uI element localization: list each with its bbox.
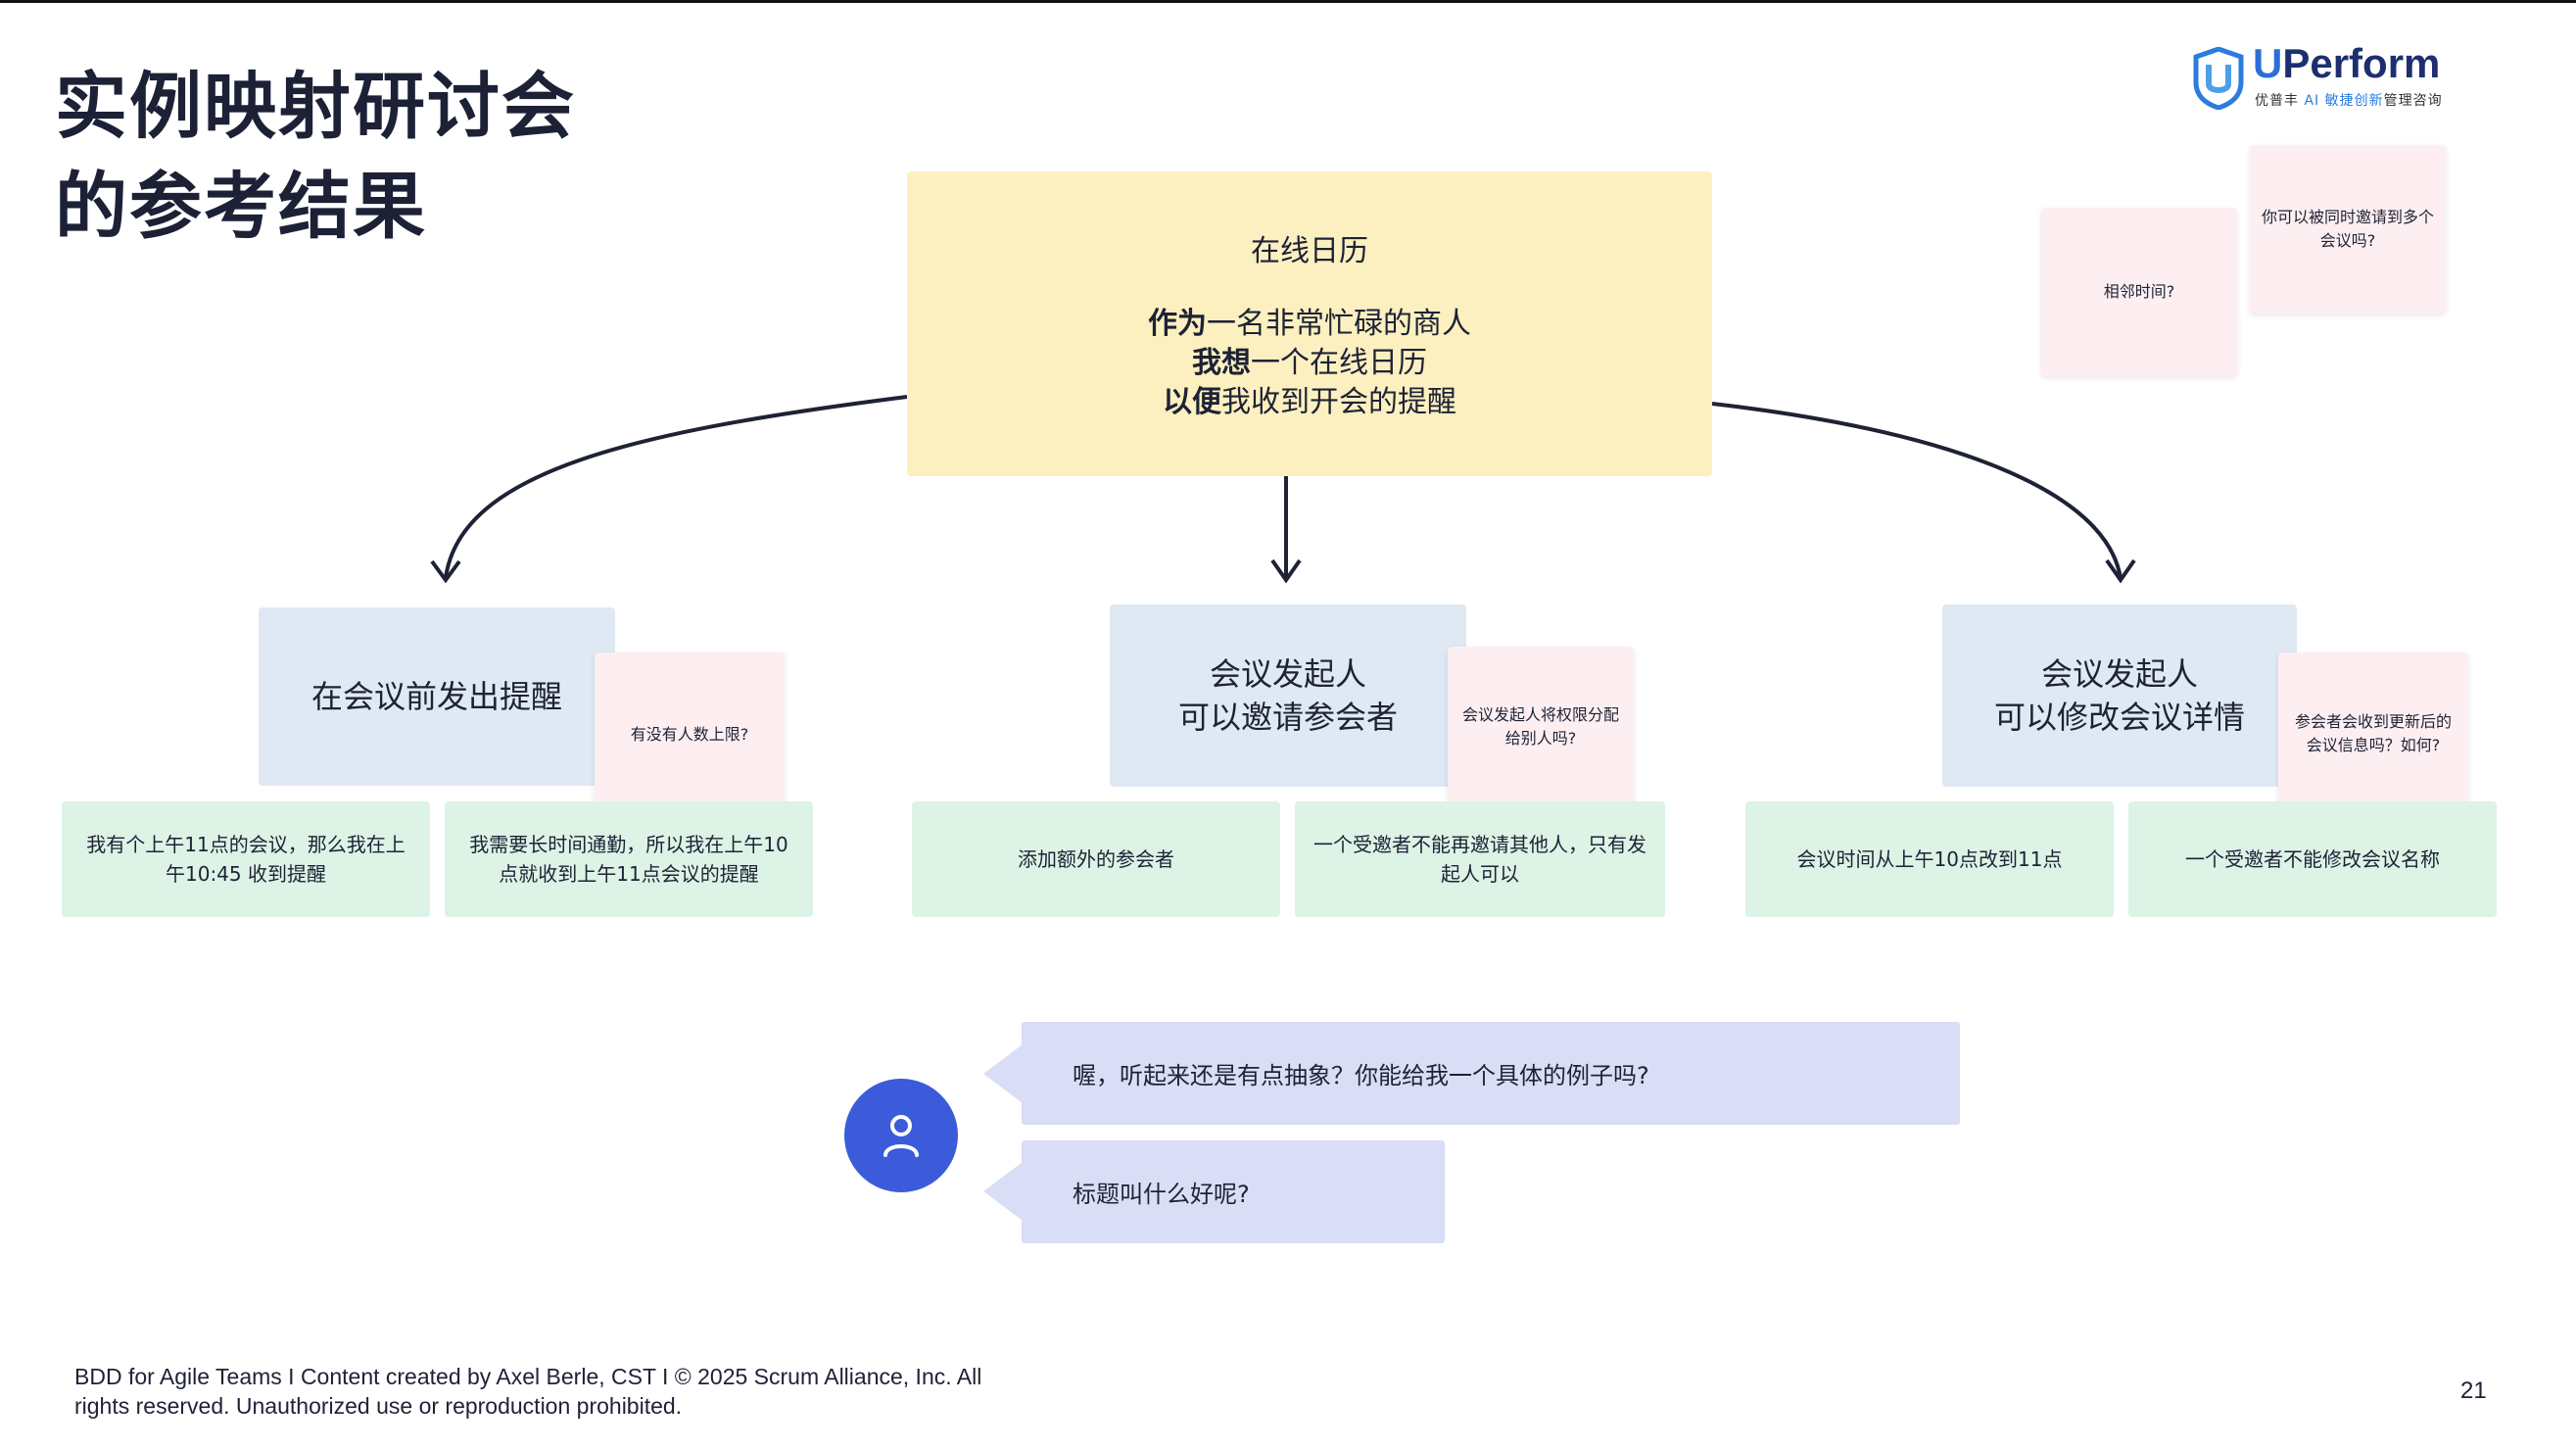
question-note: 相邻时间? — [2041, 208, 2237, 376]
story-title: 在线日历 — [1251, 233, 1368, 268]
logo-word-rest: Perform — [2282, 40, 2441, 86]
chat-bubble-tail — [983, 1044, 1023, 1103]
logo-tagline-suffix: 管理咨询 — [2383, 93, 2443, 109]
user-story-card: 在线日历 作为一名非常忙碌的商人 我想一个在线日历 以便我收到开会的提醒 — [907, 171, 1712, 476]
example-card: 我有个上午11点的会议，那么我在上午10:45 收到提醒 — [62, 801, 430, 917]
story-want-keyword: 我想 — [1192, 345, 1251, 380]
story-so-keyword: 以便 — [1163, 384, 1221, 419]
logo-letter-u: U — [2253, 40, 2283, 86]
example-card: 一个受邀者不能修改会议名称 — [2128, 801, 2497, 917]
story-as-keyword: 作为 — [1148, 306, 1207, 341]
logo-wordmark: UPerform — [2253, 41, 2440, 86]
arrowhead-rule-3 — [2105, 558, 2136, 584]
logo-tagline: 优普丰 AI 敏捷创新管理咨询 — [2255, 90, 2443, 110]
story-so-line: 以便我收到开会的提醒 — [1163, 383, 1456, 422]
chat-bubble-title: 标题叫什么好呢? — [1022, 1140, 1445, 1243]
rule-card-reminder: 在会议前发出提醒 — [259, 607, 615, 786]
example-text: 我需要长时间通勤，所以我在上午10点就收到上午11点会议的提醒 — [469, 833, 788, 886]
rule-label-line-2: 可以邀请参会者 — [1177, 699, 1398, 736]
page-title: 实例映射研讨会 的参考结果 — [55, 57, 576, 257]
user-icon — [883, 1115, 919, 1157]
question-note: 有没有人数上限? — [595, 652, 785, 817]
arrow-to-rule-3 — [1711, 402, 2123, 579]
rule-card-modify: 会议发起人可以修改会议详情 — [1942, 604, 2297, 787]
example-text: 一个受邀者不能修改会议名称 — [2185, 847, 2440, 871]
story-as-line: 作为一名非常忙碌的商人 — [1148, 305, 1471, 344]
page-number: 21 — [2460, 1378, 2487, 1404]
rule-label: 在会议前发出提醒 — [310, 678, 562, 715]
story-want-text: 一个在线日历 — [1251, 345, 1427, 380]
question-text: 相邻时间? — [2103, 282, 2175, 301]
story-want-line: 我想一个在线日历 — [1192, 344, 1427, 383]
example-text: 我有个上午11点的会议，那么我在上午10:45 收到提醒 — [86, 833, 405, 886]
uperform-logo: UPerform 优普丰 AI 敏捷创新管理咨询 — [2192, 41, 2457, 120]
question-text: 会议发起人将权限分配给别人吗? — [1461, 705, 1619, 748]
title-line-1: 实例映射研讨会 — [55, 65, 576, 149]
question-note: 会议发起人将权限分配给别人吗? — [1448, 647, 1634, 807]
question-note: 参会者会收到更新后的会议信息吗？如何? — [2278, 652, 2468, 815]
example-text: 添加额外的参会者 — [1018, 847, 1174, 871]
logo-tagline-prefix: 优普丰 — [2255, 93, 2305, 109]
question-text: 你可以被同时邀请到多个会议吗? — [2262, 208, 2435, 250]
arrowhead-rule-2 — [1270, 558, 1302, 584]
example-card: 添加额外的参会者 — [912, 801, 1280, 917]
rule-card-invite: 会议发起人可以邀请参会者 — [1110, 604, 1466, 787]
question-text: 有没有人数上限? — [630, 725, 749, 744]
rule-label-line-1: 会议发起人 — [2040, 655, 2198, 693]
title-line-2: 的参考结果 — [55, 165, 427, 249]
chat-message-text: 喔，听起来还是有点抽象？你能给我一个具体的例子吗? — [1073, 1062, 1649, 1089]
rule-label-line-1: 会议发起人 — [1209, 655, 1366, 693]
arrow-to-rule-1 — [444, 395, 908, 579]
arrowhead-rule-1 — [430, 559, 461, 584]
story-so-text: 我收到开会的提醒 — [1221, 384, 1456, 419]
example-text: 会议时间从上午10点改到11点 — [1796, 847, 2063, 871]
chat-bubble-question: 喔，听起来还是有点抽象？你能给我一个具体的例子吗? — [1022, 1022, 1960, 1125]
example-text: 一个受邀者不能再邀请其他人，只有发起人可以 — [1313, 833, 1646, 886]
chat-bubble-tail — [983, 1162, 1023, 1221]
question-text: 参会者会收到更新后的会议信息吗？如何? — [2294, 712, 2452, 754]
top-border-line — [0, 0, 2576, 3]
example-card: 我需要长时间通勤，所以我在上午10点就收到上午11点会议的提醒 — [445, 801, 813, 917]
question-note: 你可以被同时邀请到多个会议吗? — [2250, 145, 2446, 314]
user-avatar — [844, 1079, 958, 1192]
logo-tagline-ai: AI 敏捷创新 — [2304, 93, 2384, 109]
shield-logo-icon — [2193, 47, 2244, 110]
example-card: 一个受邀者不能再邀请其他人，只有发起人可以 — [1295, 801, 1665, 917]
footer-copyright: BDD for Agile Teams I Content created by… — [74, 1364, 982, 1419]
chat-message-text: 标题叫什么好呢? — [1073, 1181, 1250, 1208]
story-as-text: 一名非常忙碌的商人 — [1207, 306, 1471, 341]
rule-label-line-2: 可以修改会议详情 — [1993, 699, 2245, 736]
example-card: 会议时间从上午10点改到11点 — [1745, 801, 2114, 917]
